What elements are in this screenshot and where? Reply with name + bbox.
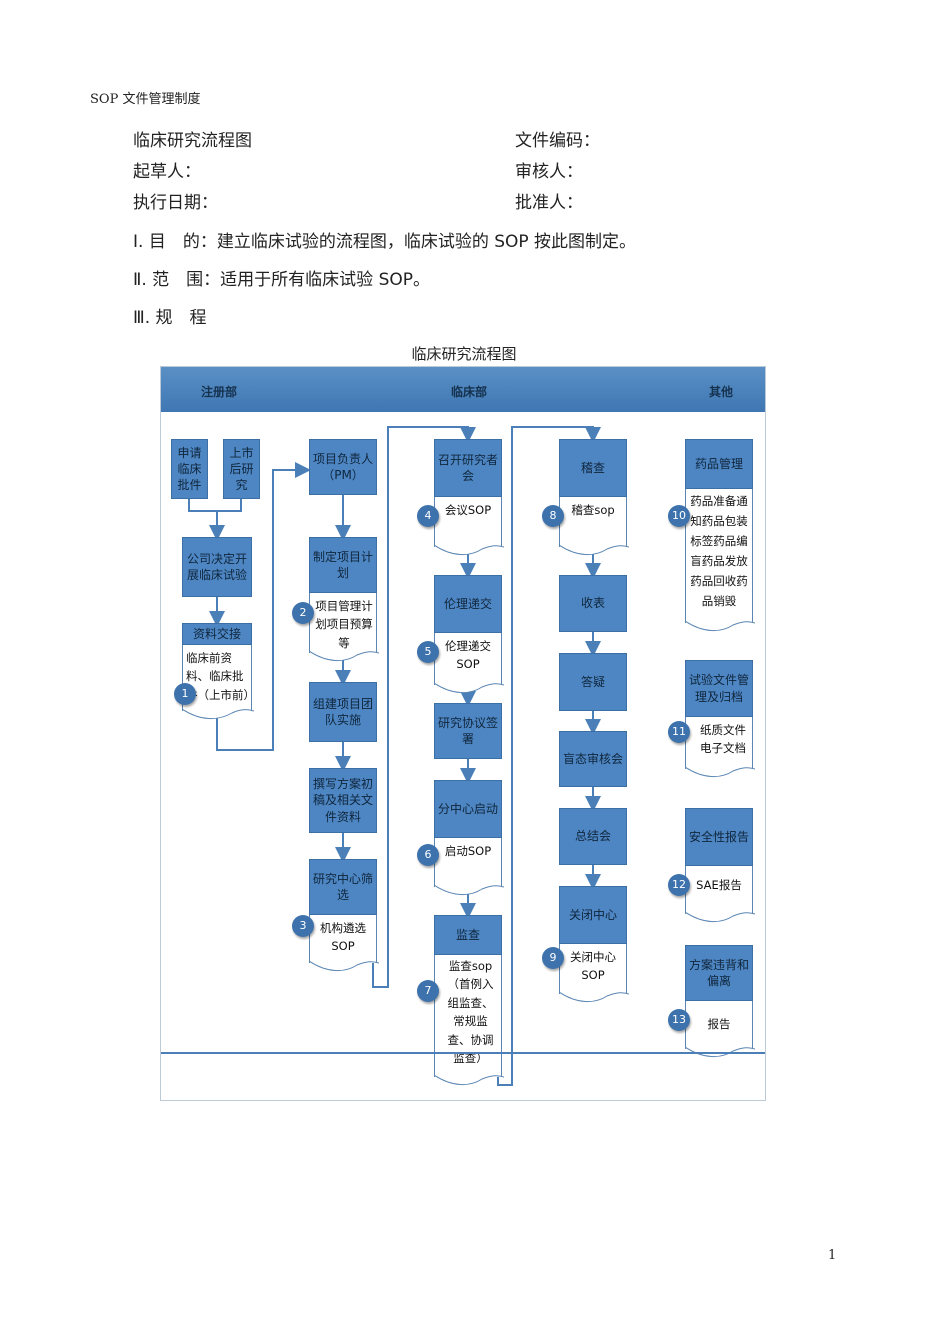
doc-wave [434, 545, 504, 555]
lane-bottom-line [161, 1052, 765, 1054]
lane-other: 其他 [709, 385, 734, 399]
flow-arrows [188, 426, 601, 1086]
box-query: 答疑 [559, 653, 627, 711]
box-site-initiation: 分中心启动 [434, 780, 502, 838]
step-2-badge: 2 [292, 602, 314, 624]
doc-wave [685, 621, 755, 631]
doc-drug-text: 药品准备通知药品包装标签药品编盲药品发放药品回收药品销毁 [690, 494, 748, 608]
doc-handover-text: 临床前资料、临床批件（上市前） [186, 651, 255, 702]
doc-initiation: 启动SOP [434, 838, 504, 895]
box-agreement-signing: 研究协议签署 [434, 703, 502, 759]
doc-initiation-text: 启动SOP [444, 844, 492, 858]
doc-wave [685, 1047, 755, 1057]
box-safety-report: 安全性报告 [685, 808, 753, 866]
doc-wave [182, 709, 254, 719]
doc-wave [434, 1075, 504, 1085]
doc-audit-text: 稽查sop [571, 503, 615, 517]
box-summary-meeting: 总结会 [559, 808, 627, 865]
doc-close-site: 关闭中心SOP [559, 944, 629, 1002]
box-build-team: 组建项目团队实施 [309, 682, 377, 742]
doc-monitoring: 监查sop（首例入组监查、常规监查、协调监查） [434, 955, 504, 1085]
step-4-badge: 4 [417, 505, 439, 527]
step-1-badge: 1 [174, 683, 196, 705]
chart-title: 临床研究流程图 [411, 345, 517, 363]
page-header: SOP 文件管理制度 [90, 92, 201, 107]
doc-site-screening-text: 机构遴选SOP [320, 921, 366, 954]
step-8-badge: 8 [542, 505, 564, 527]
step-7-badge: 7 [417, 980, 439, 1002]
doc-handover: 临床前资料、临床批件（上市前） [182, 645, 255, 719]
doc-site-screening: 机构遴选SOP [309, 915, 379, 971]
step-3-badge: 3 [292, 915, 314, 937]
step-5-badge: 5 [417, 641, 439, 663]
doc-ethics: 伦理递交SOP [434, 633, 504, 693]
box-data-handover: 资料交接 [182, 623, 252, 645]
box-draft-protocol: 撰写方案初稿及相关文件资料 [309, 768, 377, 833]
box-project-plan: 制定项目计划 [309, 537, 377, 593]
doc-safety-text: SAE报告 [696, 878, 742, 892]
doc-wave [559, 545, 629, 555]
lane-header-bar [161, 367, 765, 412]
doc-meeting-text: 会议SOP [444, 503, 492, 517]
doc-wave [434, 683, 504, 693]
doc-wave [559, 992, 629, 1002]
box-investigator-meeting: 召开研究者会 [434, 439, 502, 497]
section-purpose: Ⅰ. 目 的：建立临床试验的流程图，临床试验的 SOP 按此图制定。 [133, 232, 637, 252]
reviewer-label: 审核人： [515, 162, 583, 182]
doc-wave [434, 885, 504, 895]
box-ethics-submission: 伦理递交 [434, 575, 502, 633]
doc-project-plan: 项目管理计划项目预算等 [309, 593, 379, 661]
doc-code-label: 文件编码： [515, 131, 600, 151]
box-drug-management: 药品管理 [685, 439, 753, 489]
doc-wave [685, 912, 755, 922]
drafter-label: 起草人： [133, 162, 201, 182]
doc-meeting: 会议SOP [434, 497, 504, 555]
doc-monitoring-text: 监查sop（首例入组监查、常规监查、协调监查） [447, 959, 494, 1065]
step-9-badge: 9 [542, 947, 564, 969]
section-procedure: Ⅲ. 规 程 [133, 308, 207, 328]
approver-label: 批准人： [515, 193, 583, 213]
doc-audit: 稽查sop [559, 497, 629, 555]
doc-ethics-text: 伦理递交SOP [445, 639, 491, 672]
doc-safety: SAE报告 [685, 866, 755, 922]
box-company-decision: 公司决定开展临床试验 [182, 537, 252, 597]
flowchart: 注册部 临床部 其他 [160, 366, 766, 1101]
doc-archive: 纸质文件电子文档 [685, 717, 755, 777]
box-close-site: 关闭中心 [559, 886, 627, 944]
box-blind-review: 盲态审核会 [559, 731, 627, 787]
box-monitoring: 监查 [434, 915, 502, 955]
page-number: 1 [828, 1248, 837, 1263]
step-10-badge: 10 [668, 505, 690, 527]
doc-project-plan-text: 项目管理计划项目预算等 [315, 599, 373, 650]
box-post-marketing: 上市后研究 [223, 439, 260, 499]
step-13-badge: 13 [668, 1009, 690, 1031]
lane-clinical: 临床部 [451, 385, 488, 399]
doc-wave [309, 961, 379, 971]
doc-wave [685, 767, 755, 777]
doc-deviation: 报告 [685, 1001, 755, 1057]
box-audit: 稽查 [559, 439, 627, 497]
doc-drug: 药品准备通知药品包装标签药品编盲药品发放药品回收药品销毁 [685, 489, 755, 631]
section-scope: Ⅱ. 范 围：适用于所有临床试验 SOP。 [133, 270, 431, 290]
box-apply-approval: 申请临床批件 [171, 439, 208, 499]
doc-wave [309, 651, 379, 661]
doc-title: 临床研究流程图 [133, 131, 252, 151]
step-6-badge: 6 [417, 844, 439, 866]
exec-date-label: 执行日期： [133, 193, 218, 213]
box-file-archive: 试验文件管理及归档 [685, 660, 753, 717]
box-protocol-deviation: 方案违背和偏离 [685, 945, 753, 1001]
box-site-screening: 研究中心筛选 [309, 859, 377, 915]
doc-close-site-text: 关闭中心SOP [570, 950, 616, 983]
step-11-badge: 11 [668, 721, 690, 743]
step-12-badge: 12 [668, 874, 690, 896]
doc-deviation-text: 报告 [707, 1017, 731, 1031]
doc-archive-text: 纸质文件电子文档 [700, 723, 746, 756]
lane-registration: 注册部 [201, 385, 238, 399]
box-collect-forms: 收表 [559, 575, 627, 632]
box-project-lead: 项目负责人（PM） [309, 439, 377, 495]
